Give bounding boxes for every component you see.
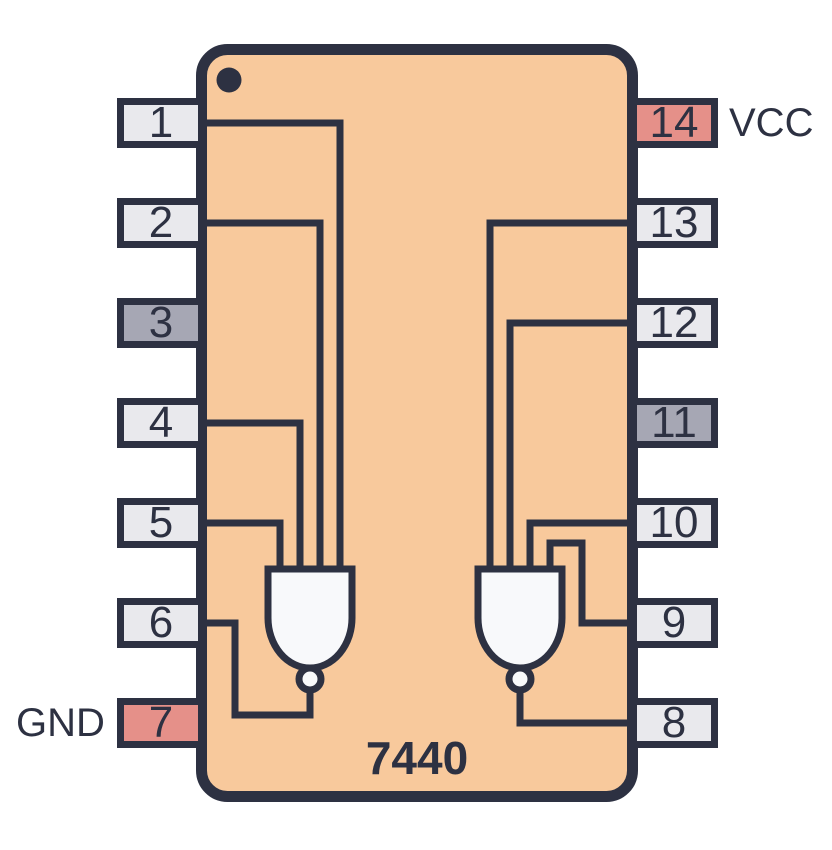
pin-2: 2 [117,198,205,248]
pin-11: 11 [630,398,718,448]
power-label: VCC [729,100,814,145]
pin-8: 8 [630,698,718,748]
wire-pin10-to-gate2 [526,519,636,576]
pin-10: 10 [630,498,718,548]
wire-pin9-to-gate2 [546,539,636,627]
pin-12: 12 [630,298,718,348]
wire-pin4-to-gate1 [201,419,304,576]
pin-13: 13 [630,198,718,248]
wire-gate2-output-to-pin8 [516,684,636,727]
nand-gate-2-inversion-bubble [505,664,535,694]
chip-part-number: 7440 [365,732,469,784]
pin-6: 6 [117,598,205,648]
pin1-indicator-dot [216,67,242,93]
ground-label: GND [16,700,105,745]
pin-5: 5 [117,498,205,548]
wire-pin1-to-gate1 [201,119,344,576]
pin-14: 14 [630,98,718,148]
wire-pin2-to-gate1 [201,219,324,576]
nand-gate-1-body [264,565,356,672]
nand-gate-1-inversion-bubble [295,664,325,694]
pin-4: 4 [117,398,205,448]
pin-3: 3 [117,298,205,348]
pin-7: 7 [117,698,205,748]
wire-pin5-to-gate1 [201,519,284,576]
wire-pin12-to-gate2 [506,319,636,576]
nand-gate-2-body [474,565,566,672]
wire-pin13-to-gate2 [486,219,636,576]
pin-1: 1 [117,98,205,148]
wire-gate1-output-to-pin6 [201,619,314,719]
pin-9: 9 [630,598,718,648]
